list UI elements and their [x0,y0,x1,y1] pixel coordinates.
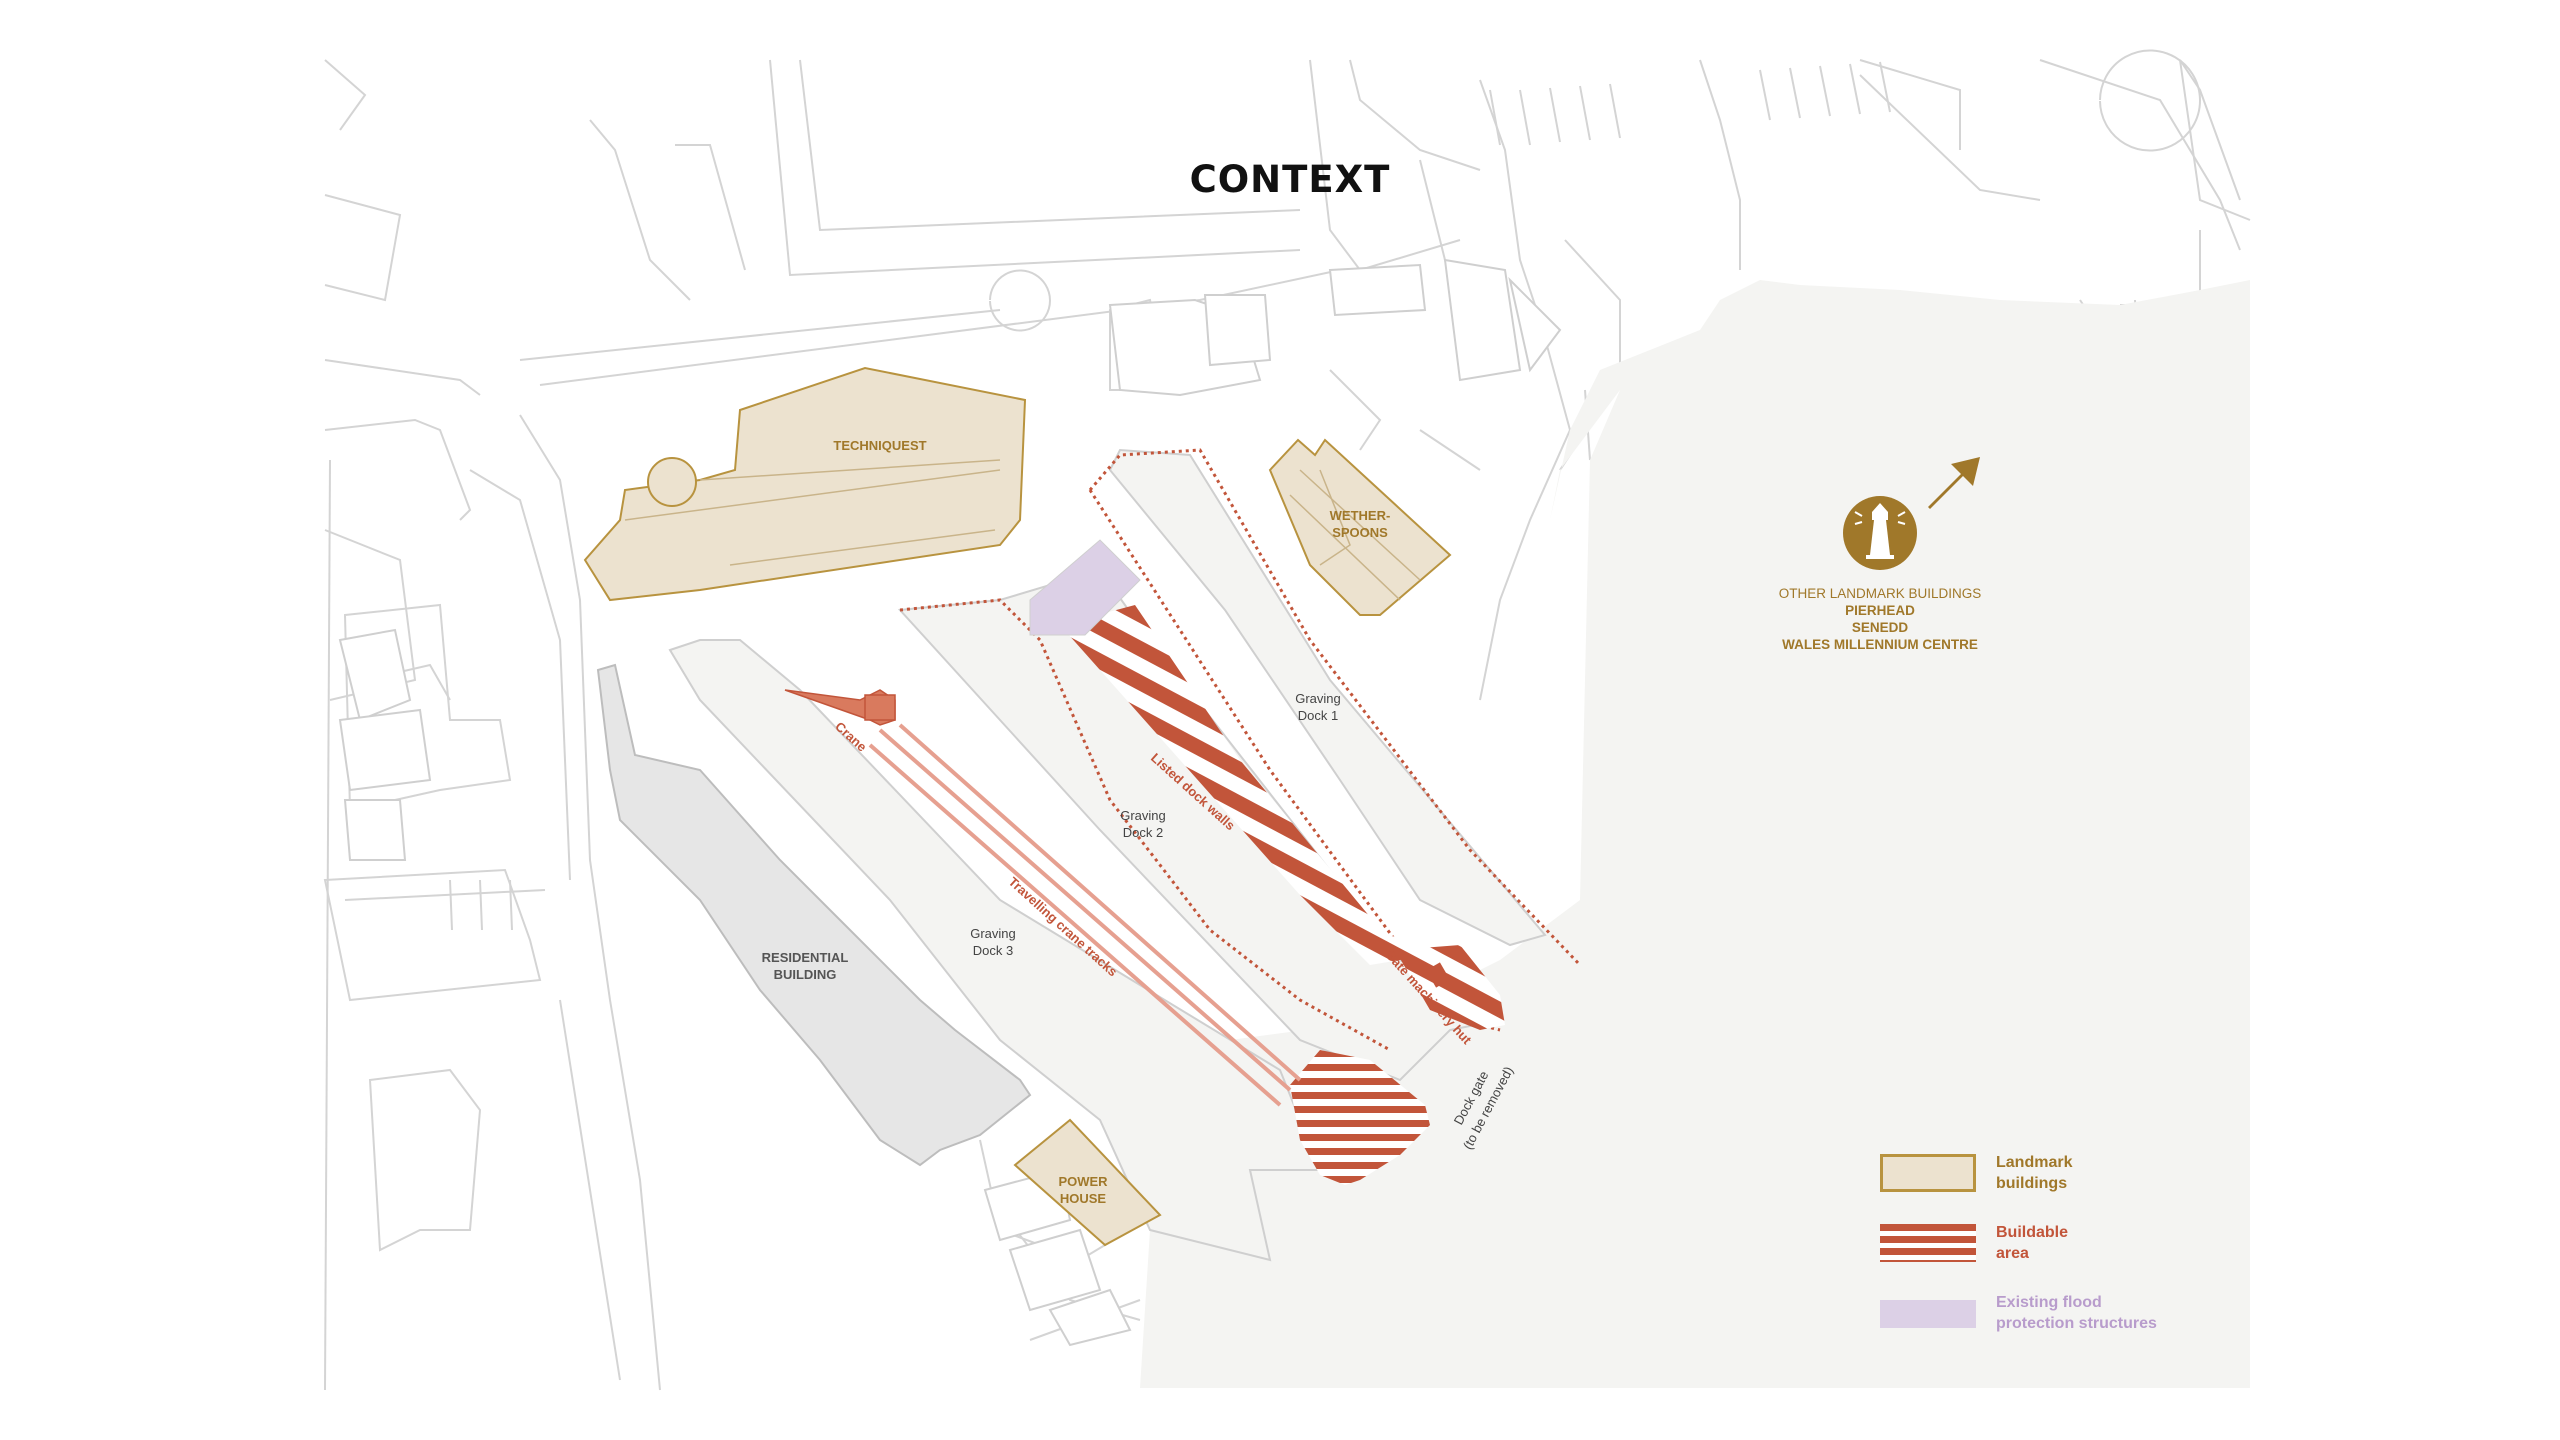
lighthouse-icon [1843,496,1917,570]
legend-label-line: area [1996,1245,2029,1262]
landmark-swatch [1880,1154,1976,1192]
label-dock1-2: Dock 1 [1298,708,1338,723]
landmark-item: WALES MILLENNIUM CENTRE [1782,637,1978,652]
graving-docks [668,448,1547,1262]
buildable-area-dock1 [1060,605,1430,965]
legend-label-line: buildings [1996,1175,2068,1192]
legend-label-flood: Existing flood protection structures [1996,1292,2256,1334]
legend-label-line: protection structures [1996,1315,2157,1332]
label-dock3-1: Graving [970,926,1016,941]
legend-label-landmark: Landmark buildings [1996,1152,2256,1194]
buildable-area-gate [1395,945,1505,1030]
residential-building [596,663,1032,1167]
graving-dock-3 [668,639,1322,1262]
buildable-area-dock3-end [1290,1050,1430,1185]
legend-label-line: Existing flood [1996,1294,2102,1311]
label-dock1-1: Graving [1295,691,1341,706]
label-powerhouse-2: HOUSE [1060,1191,1107,1206]
buildable-areas [1060,605,1505,1185]
map-legend: Landmark buildings Buildable area Existi… [1880,1148,2280,1348]
label-dock2-1: Graving [1120,808,1166,823]
other-landmarks-heading: OTHER LANDMARK BUILDINGS [1778,586,1982,601]
other-landmarks-panel: OTHER LANDMARK BUILDINGS PIERHEAD SENEDD… [1720,585,2040,653]
legend-label-line: Landmark [1996,1154,2073,1171]
legend-label-buildable: Buildable area [1996,1222,2256,1264]
power-house-building [1013,1118,1162,1247]
legend-label-line: Buildable [1996,1224,2069,1241]
flood-swatch [1880,1300,1976,1328]
graving-dock-1 [1108,448,1547,947]
crane-tracks [868,723,1302,1107]
buildable-swatch [1880,1224,1976,1262]
label-dock2-2: Dock 2 [1123,825,1163,840]
gate-machinery-hut [1426,962,1450,988]
label-residential-2: BUILDING [774,967,837,982]
crane-icon [784,689,896,726]
page-title: CONTEXT [1189,158,1391,201]
label-powerhouse-1: POWER [1058,1174,1108,1189]
label-dock3-2: Dock 3 [973,943,1013,958]
flood-protection-structure [1029,539,1141,636]
street-outlines [323,49,2251,1391]
label-wetherspoons-2: SPOONS [1332,525,1388,540]
label-wetherspoons-1: WETHER- [1330,508,1391,523]
label-residential-1: RESIDENTIAL [762,950,849,965]
landmark-item: SENEDD [1851,620,1909,635]
techniquest-dome [647,457,697,507]
building-detail-lines [624,459,1421,601]
landmark-item: PIERHEAD [1845,603,1915,618]
arrow-northeast-icon [1913,457,1980,509]
label-techniquest: TECHNIQUEST [833,438,926,453]
